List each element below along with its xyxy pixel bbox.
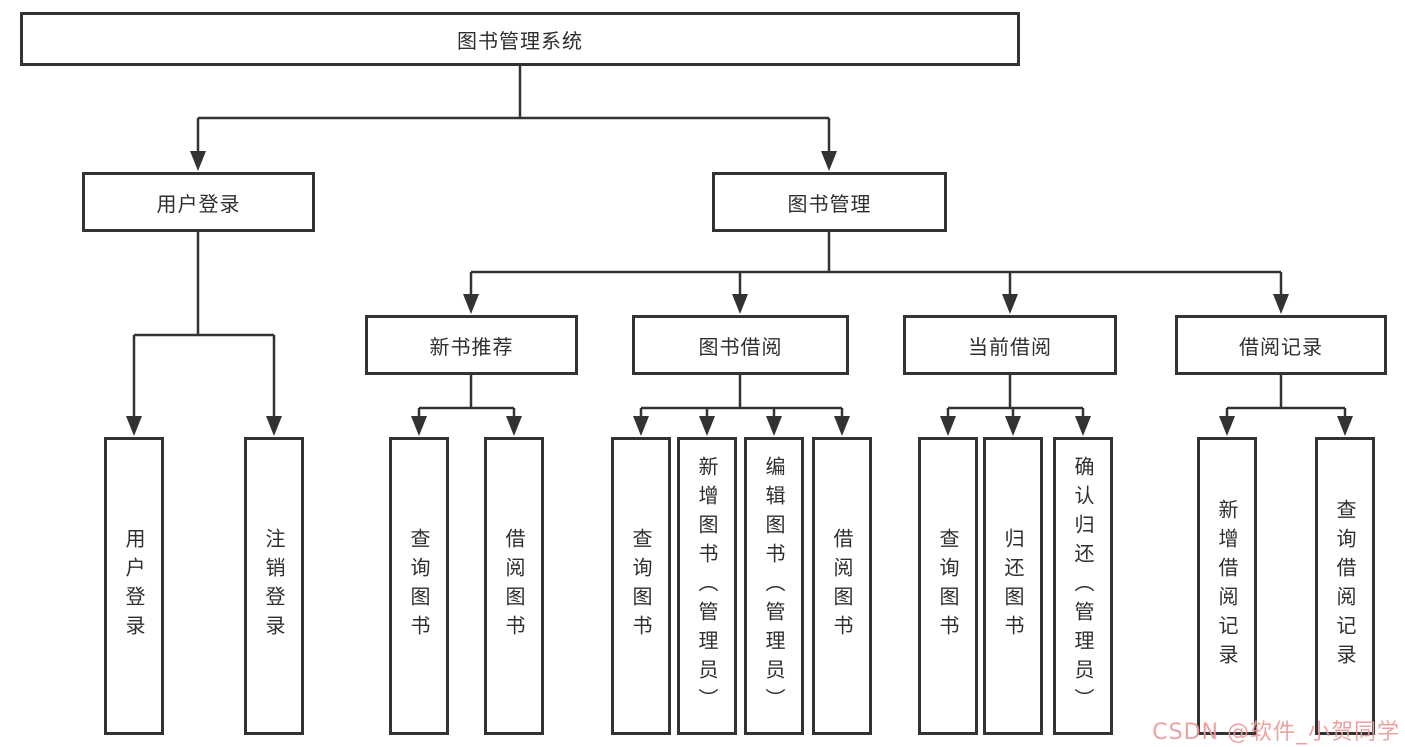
- node-book-management: 图书管理: [712, 172, 947, 232]
- leaf-user-login: 用户登录: [104, 437, 164, 735]
- leaf-label: 查询图书: [629, 528, 653, 644]
- leaf-records-query-borrow-record: 查询借阅记录: [1315, 437, 1375, 735]
- leaf-records-add-borrow-record: 新增借阅记录: [1197, 437, 1257, 735]
- node-book-borrow: 图书借阅: [632, 315, 849, 375]
- leaf-label: 确认归还（管理员）: [1071, 455, 1095, 717]
- leaf-logout: 注销登录: [244, 437, 304, 735]
- leaf-label: 查询借阅记录: [1333, 499, 1357, 673]
- leaf-recommend-query-books: 查询图书: [389, 437, 449, 735]
- leaf-label: 注销登录: [262, 528, 286, 644]
- csdn-watermark: CSDN @软件_小贺同学: [1152, 720, 1400, 745]
- leaf-label: 查询图书: [936, 528, 960, 644]
- leaf-borrow-add-books-admin: 新增图书（管理员）: [677, 437, 737, 735]
- node-root-library-system: 图书管理系统: [20, 12, 1020, 66]
- leaf-label: 借阅图书: [830, 528, 854, 644]
- node-label: 图书管理系统: [457, 28, 583, 53]
- connector-stems: [132, 66, 1347, 416]
- leaf-current-query-books: 查询图书: [918, 437, 978, 735]
- leaf-borrow-edit-books-admin: 编辑图书（管理员）: [744, 437, 804, 735]
- node-label: 新书推荐: [429, 334, 514, 359]
- node-current-borrow: 当前借阅: [903, 315, 1117, 375]
- leaf-borrow-borrow-books: 借阅图书: [812, 437, 872, 735]
- leaf-label: 新增图书（管理员）: [695, 455, 719, 717]
- leaf-label: 查询图书: [407, 528, 431, 644]
- leaf-borrow-query-books: 查询图书: [611, 437, 671, 735]
- leaf-current-return-books: 归还图书: [983, 437, 1043, 735]
- leaf-recommend-borrow-books: 借阅图书: [484, 437, 544, 735]
- leaf-label: 借阅图书: [502, 528, 526, 644]
- node-label: 图书借阅: [698, 334, 783, 359]
- node-label: 用户登录: [156, 191, 241, 216]
- node-user-login: 用户登录: [82, 172, 315, 232]
- leaf-label: 用户登录: [122, 528, 146, 644]
- leaf-label: 新增借阅记录: [1215, 499, 1239, 673]
- leaf-current-confirm-return-admin: 确认归还（管理员）: [1053, 437, 1113, 735]
- node-label: 当前借阅: [968, 334, 1052, 359]
- node-borrow-records: 借阅记录: [1175, 315, 1387, 375]
- leaf-label: 归还图书: [1001, 528, 1025, 644]
- node-label: 图书管理: [787, 191, 872, 216]
- leaf-label: 编辑图书（管理员）: [762, 455, 786, 717]
- node-new-book-recommend: 新书推荐: [365, 315, 578, 375]
- node-label: 借阅记录: [1239, 334, 1323, 359]
